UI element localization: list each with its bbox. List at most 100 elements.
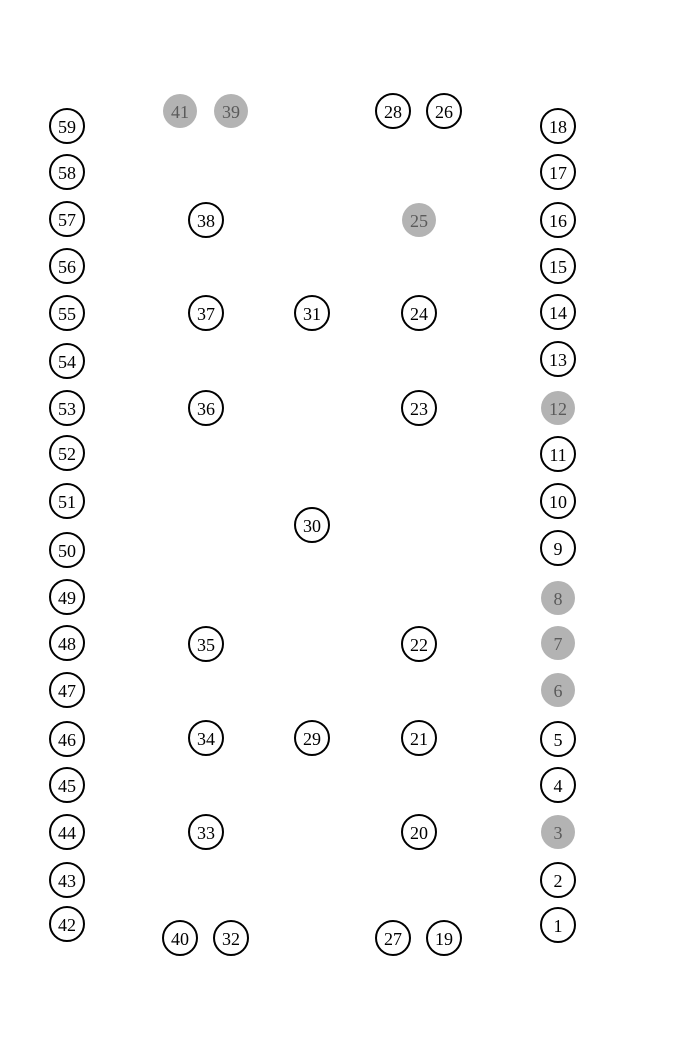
pin-circle: [540, 483, 576, 519]
pin-label: 56: [58, 257, 76, 277]
pin-circle: [541, 391, 575, 425]
pin-label: 8: [554, 589, 563, 609]
pin-label: 29: [303, 729, 321, 749]
pin-circle: [541, 581, 575, 615]
housing-outline-bottom: [10, 913, 622, 1042]
pin-label: 54: [58, 352, 76, 372]
pin-circle: [49, 625, 85, 661]
pin-circle: [188, 295, 224, 331]
pin-59: 59: [49, 108, 85, 144]
pin-circle: [294, 720, 330, 756]
pin-label: 20: [410, 823, 428, 843]
pin-circle: [540, 154, 576, 190]
pin-label: 55: [58, 304, 76, 324]
pin-36: 36: [188, 390, 224, 426]
pin-12: 12: [541, 391, 575, 425]
pin-circle: [294, 507, 330, 543]
pin-circle: [375, 93, 411, 129]
pin-label: 28: [384, 102, 402, 122]
pin-label: 16: [549, 211, 567, 231]
pin-label: 25: [410, 211, 428, 231]
pin-circle: [401, 390, 437, 426]
pin-circle: [294, 295, 330, 331]
pin-circle: [188, 814, 224, 850]
pin-label: 45: [58, 776, 76, 796]
pin-label: 26: [435, 102, 453, 122]
pin-circle: [49, 862, 85, 898]
pin-circle: [540, 436, 576, 472]
pin-52: 52: [49, 435, 85, 471]
pin-25: 25: [402, 203, 436, 237]
pin-label: 18: [549, 117, 567, 137]
pin-label: 9: [554, 539, 563, 559]
pin-28: 28: [375, 93, 411, 129]
pin-56: 56: [49, 248, 85, 284]
pin-label: 5: [554, 730, 563, 750]
housing-outline-top: [10, 8, 622, 137]
pin-47: 47: [49, 672, 85, 708]
pin-label: 59: [58, 117, 76, 137]
pin-57: 57: [49, 201, 85, 237]
pin-circle: [49, 108, 85, 144]
pin-20: 20: [401, 814, 437, 850]
pin-label: 38: [197, 211, 215, 231]
pin-circle: [540, 907, 576, 943]
pin-7: 7: [541, 626, 575, 660]
pin-label: 49: [58, 588, 76, 608]
pin-48: 48: [49, 625, 85, 661]
pin-circle: [49, 672, 85, 708]
pin-circle: [49, 906, 85, 942]
pin-label: 4: [554, 776, 563, 796]
pin-circle: [541, 815, 575, 849]
pin-label: 13: [549, 350, 567, 370]
pin-22: 22: [401, 626, 437, 662]
pin-13: 13: [540, 341, 576, 377]
pin-58: 58: [49, 154, 85, 190]
pin-18: 18: [540, 108, 576, 144]
pin-11: 11: [540, 436, 576, 472]
pin-label: 34: [197, 729, 215, 749]
pin-circle: [540, 202, 576, 238]
pin-circle: [49, 154, 85, 190]
pin-3: 3: [541, 815, 575, 849]
pin-2: 2: [540, 862, 576, 898]
pin-label: 3: [554, 823, 563, 843]
pin-circle: [540, 530, 576, 566]
pin-label: 17: [549, 163, 567, 183]
pin-label: 30: [303, 516, 321, 536]
pin-5: 5: [540, 721, 576, 757]
pin-label: 12: [549, 399, 567, 419]
pin-circle: [49, 201, 85, 237]
pin-label: 27: [384, 929, 402, 949]
pin-37: 37: [188, 295, 224, 331]
pin-label: 19: [435, 929, 453, 949]
pin-circle: [541, 626, 575, 660]
pin-circle: [49, 721, 85, 757]
pin-34: 34: [188, 720, 224, 756]
pin-circle: [213, 920, 249, 956]
pin-label: 41: [171, 102, 189, 122]
pin-label: 24: [410, 304, 428, 324]
pin-10: 10: [540, 483, 576, 519]
pin-circle: [540, 862, 576, 898]
pin-circle: [541, 673, 575, 707]
pin-15: 15: [540, 248, 576, 284]
pin-19: 19: [426, 920, 462, 956]
pin-50: 50: [49, 532, 85, 568]
pin-circle: [401, 720, 437, 756]
pin-6: 6: [541, 673, 575, 707]
pin-label: 40: [171, 929, 189, 949]
pin-circle: [401, 814, 437, 850]
pin-circle: [540, 294, 576, 330]
pin-35: 35: [188, 626, 224, 662]
housing-left-latches: [8, 137, 31, 913]
housing-right-latches: [611, 137, 690, 913]
pin-41: 41: [163, 94, 197, 128]
pin-43: 43: [49, 862, 85, 898]
pin-circle: [426, 93, 462, 129]
pin-circle: [49, 767, 85, 803]
pin-circle: [540, 341, 576, 377]
pin-circle: [540, 767, 576, 803]
pin-45: 45: [49, 767, 85, 803]
pin-circle: [49, 532, 85, 568]
